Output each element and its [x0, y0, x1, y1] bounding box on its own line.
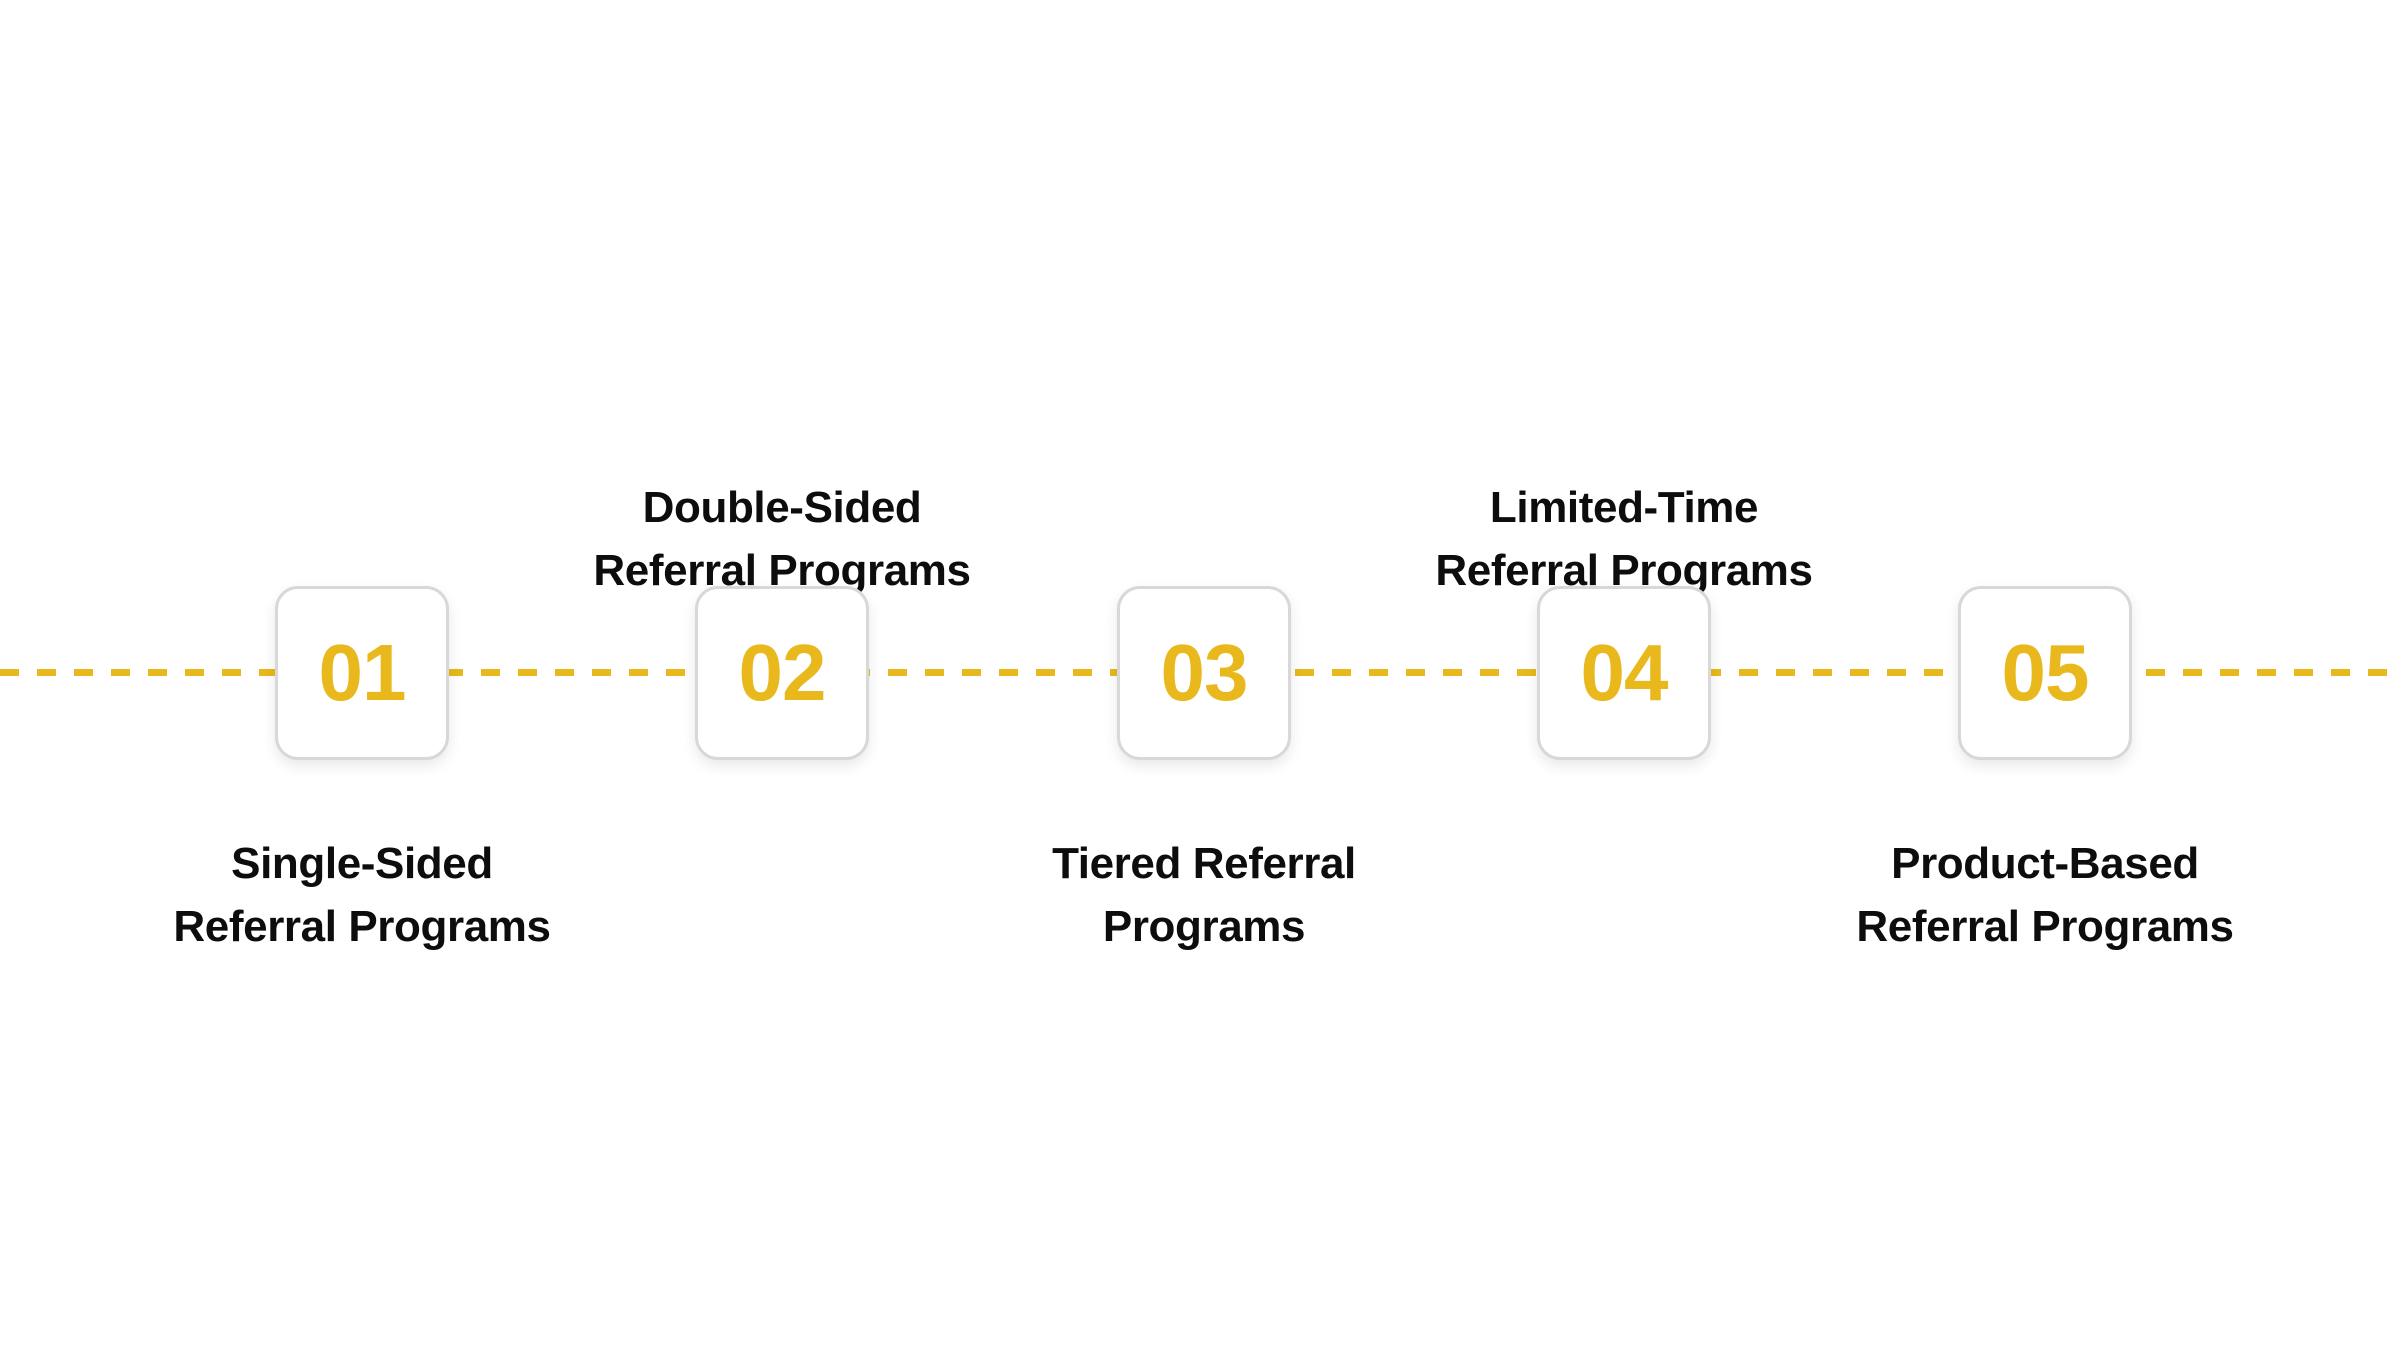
step-number-card-01[interactable]: 01 [275, 586, 449, 760]
step-number-card-02[interactable]: 02 [695, 586, 869, 760]
step-label-04: Limited-Time Referral Programs [1414, 476, 1834, 602]
timeline-step-01[interactable]: 01 Single-Sided Referral Programs [152, 0, 572, 1350]
step-number-01: 01 [318, 628, 407, 717]
step-label-03: Tiered Referral Programs [994, 832, 1414, 958]
step-number-card-05[interactable]: 05 [1958, 586, 2132, 760]
step-number-card-04[interactable]: 04 [1537, 586, 1711, 760]
step-label-02-line1: Double-Sided [642, 483, 922, 532]
step-label-01: Single-Sided Referral Programs [152, 832, 572, 958]
step-number-03: 03 [1160, 628, 1249, 717]
timeline-step-02[interactable]: 02 Double-Sided Referral Programs [572, 0, 992, 1350]
step-label-01-line2: Referral Programs [173, 902, 551, 951]
timeline-step-05[interactable]: 05 Product-Based Referral Programs [1835, 0, 2255, 1350]
timeline-step-04[interactable]: 04 Limited-Time Referral Programs [1414, 0, 1834, 1350]
step-number-04: 04 [1580, 628, 1669, 717]
timeline-step-03[interactable]: 03 Tiered Referral Programs [994, 0, 1414, 1350]
step-label-05: Product-Based Referral Programs [1835, 832, 2255, 958]
step-label-03-line2: Programs [1102, 902, 1306, 951]
step-label-04-line1: Limited-Time [1489, 483, 1759, 532]
step-label-05-line2: Referral Programs [1856, 902, 2234, 951]
step-number-02: 02 [738, 628, 827, 717]
step-number-05: 05 [2001, 628, 2090, 717]
step-label-03-line1: Tiered Referral [1052, 839, 1356, 888]
step-label-02: Double-Sided Referral Programs [572, 476, 992, 602]
step-label-01-line1: Single-Sided [231, 839, 493, 888]
step-number-card-03[interactable]: 03 [1117, 586, 1291, 760]
step-label-05-line1: Product-Based [1891, 839, 2199, 888]
